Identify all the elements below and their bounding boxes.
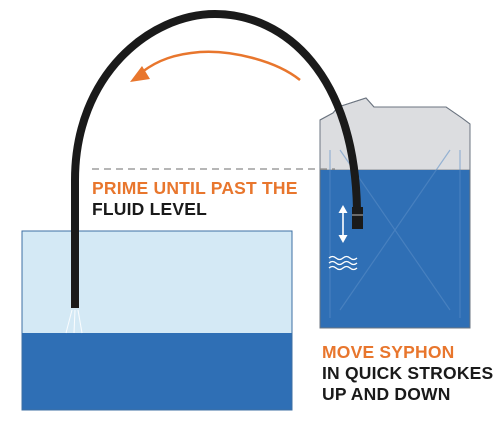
prime-caption-line2: FLUID LEVEL [92,199,207,219]
syphon-hose [71,9,361,306]
hose-outlet-nozzle [71,301,79,308]
source-container [319,97,471,329]
tank-fluid [22,333,292,410]
target-tank [21,230,293,411]
up-down-arrow-icon [338,205,348,243]
flow-direction-arrow-icon [130,50,301,82]
wave-icon [328,255,358,271]
prime-caption-line1: PRIME UNTIL PAST THE [92,178,298,198]
move-caption-line1: MOVE SYPHON [322,342,455,362]
tank-outline [21,230,293,411]
hose-end-fitting-band [352,214,363,216]
prime-caption: PRIME UNTIL PAST THE FLUID LEVEL [92,178,298,220]
tank-empty-space [22,231,292,333]
container-embossing [329,149,461,318]
move-caption: MOVE SYPHON IN QUICK STROKES UP AND DOWN [322,342,493,405]
hose-end-fitting [352,207,363,229]
container-fluid [320,170,470,328]
move-caption-line2: IN QUICK STROKES [322,363,494,383]
outflow-lines [65,309,83,334]
move-caption-line3: UP AND DOWN [322,384,451,404]
